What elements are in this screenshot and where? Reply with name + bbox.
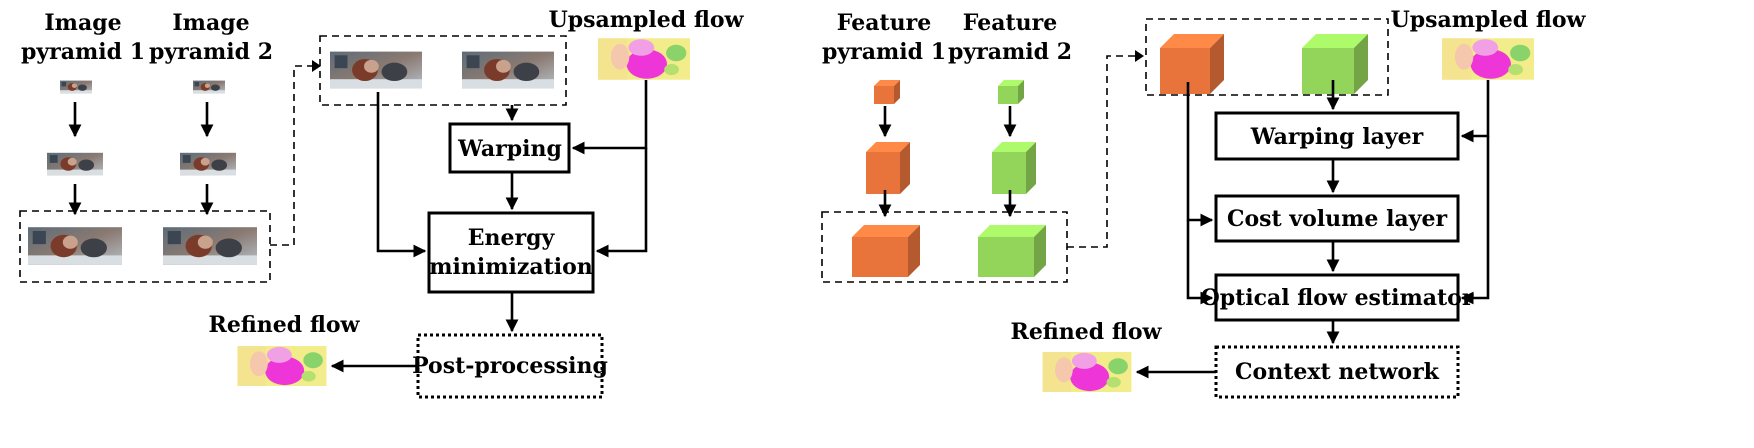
refined-flow-label-right: Refined flow xyxy=(1011,319,1163,345)
post-processing-box xyxy=(416,333,604,399)
image-pair-dashed-box xyxy=(319,35,567,106)
pyramid1-level-large xyxy=(28,227,122,265)
upsampled-flow-label-left: Upsampled flow xyxy=(549,7,745,33)
dashed-link-left-arrowhead xyxy=(312,60,321,72)
feature1-cube-large xyxy=(852,225,920,277)
upsampled-flow-label-right: Upsampled flow xyxy=(1391,7,1587,33)
image-pyramid-2-title-line1: Image xyxy=(172,10,249,36)
frame-2-image xyxy=(462,51,554,89)
energy-label-line1: Energy xyxy=(468,225,556,251)
upsampled-flow-image-left xyxy=(598,38,690,80)
warping-label: Warping xyxy=(457,136,562,162)
pyramid2-level-medium xyxy=(180,152,236,176)
context-network-box xyxy=(1214,345,1460,399)
arrow-feature1-to-cost xyxy=(1186,82,1214,227)
refined-flow-image-left xyxy=(237,346,327,386)
image-pyramid-1-title-line2: pyramid 1 xyxy=(21,39,145,65)
refined-flow-label-left: Refined flow xyxy=(209,312,361,338)
feature-cubes xyxy=(852,34,1368,277)
selected-level-dashed-box xyxy=(19,210,271,283)
right-panel: Feature pyramid 1 Feature pyramid 2 Upsa… xyxy=(821,7,1587,399)
context-network-label: Context network xyxy=(1235,359,1440,385)
feature-pyramid-1-title-line2: pyramid 1 xyxy=(822,39,946,65)
feature2-cube-medium xyxy=(992,142,1036,194)
pyramid2-level-small xyxy=(193,80,225,94)
feature-pyramid-1-title-line1: Feature xyxy=(837,10,931,36)
arrow-flow-to-warping xyxy=(571,80,648,155)
image-pyramid-1-title-line1: Image xyxy=(44,10,121,36)
cost-volume-label: Cost volume layer xyxy=(1227,206,1448,232)
arrow-flow-to-warping-layer xyxy=(1460,80,1490,143)
feature2-cube-small xyxy=(998,80,1024,104)
arrow-flow-to-energy xyxy=(595,148,648,258)
optical-flow-estimator-box xyxy=(1214,273,1460,322)
feature1-cube-selected xyxy=(1160,34,1224,94)
warping-box xyxy=(448,122,571,174)
left-panel: Image pyramid 1 Image pyramid 2 Upsample… xyxy=(19,7,745,399)
image-pyramid-2-title-line2: pyramid 2 xyxy=(149,39,273,65)
feature2-cube-selected xyxy=(1302,34,1368,94)
frame-1-image xyxy=(330,51,422,89)
pyramid1-level-small xyxy=(60,80,92,94)
pyramid1-level-medium xyxy=(47,152,103,176)
feature-pair-dashed-box xyxy=(1145,18,1389,96)
feature-pyramid-2-title-line1: Feature xyxy=(963,10,1057,36)
energy-minimization-box xyxy=(427,211,595,294)
upsampled-flow-image-right xyxy=(1442,38,1534,80)
arrow-feature1-to-estimator xyxy=(1186,220,1214,305)
post-processing-label: Post-processing xyxy=(412,353,608,379)
energy-label-line2: minimization xyxy=(429,254,593,280)
dashed-link-right xyxy=(1067,55,1141,248)
feature1-cube-medium xyxy=(866,142,910,194)
refined-flow-image-right xyxy=(1042,352,1132,392)
warping-layer-box xyxy=(1214,111,1460,161)
feature2-cube-large xyxy=(978,225,1046,277)
pyramid2-level-large xyxy=(163,227,257,265)
feature1-cube-small xyxy=(874,80,900,104)
optical-flow-estimator-label: Optical flow estimator xyxy=(1201,285,1474,311)
cost-volume-box xyxy=(1214,194,1460,243)
dashed-link-left xyxy=(270,65,318,246)
warping-layer-label: Warping layer xyxy=(1250,124,1424,150)
arrow-flow-to-estimator xyxy=(1460,136,1490,305)
dashed-link-right-arrowhead xyxy=(1135,50,1144,62)
feature-pyramid-2-title-line2: pyramid 2 xyxy=(948,39,1072,65)
arrow-frame1-to-energy xyxy=(376,92,427,258)
